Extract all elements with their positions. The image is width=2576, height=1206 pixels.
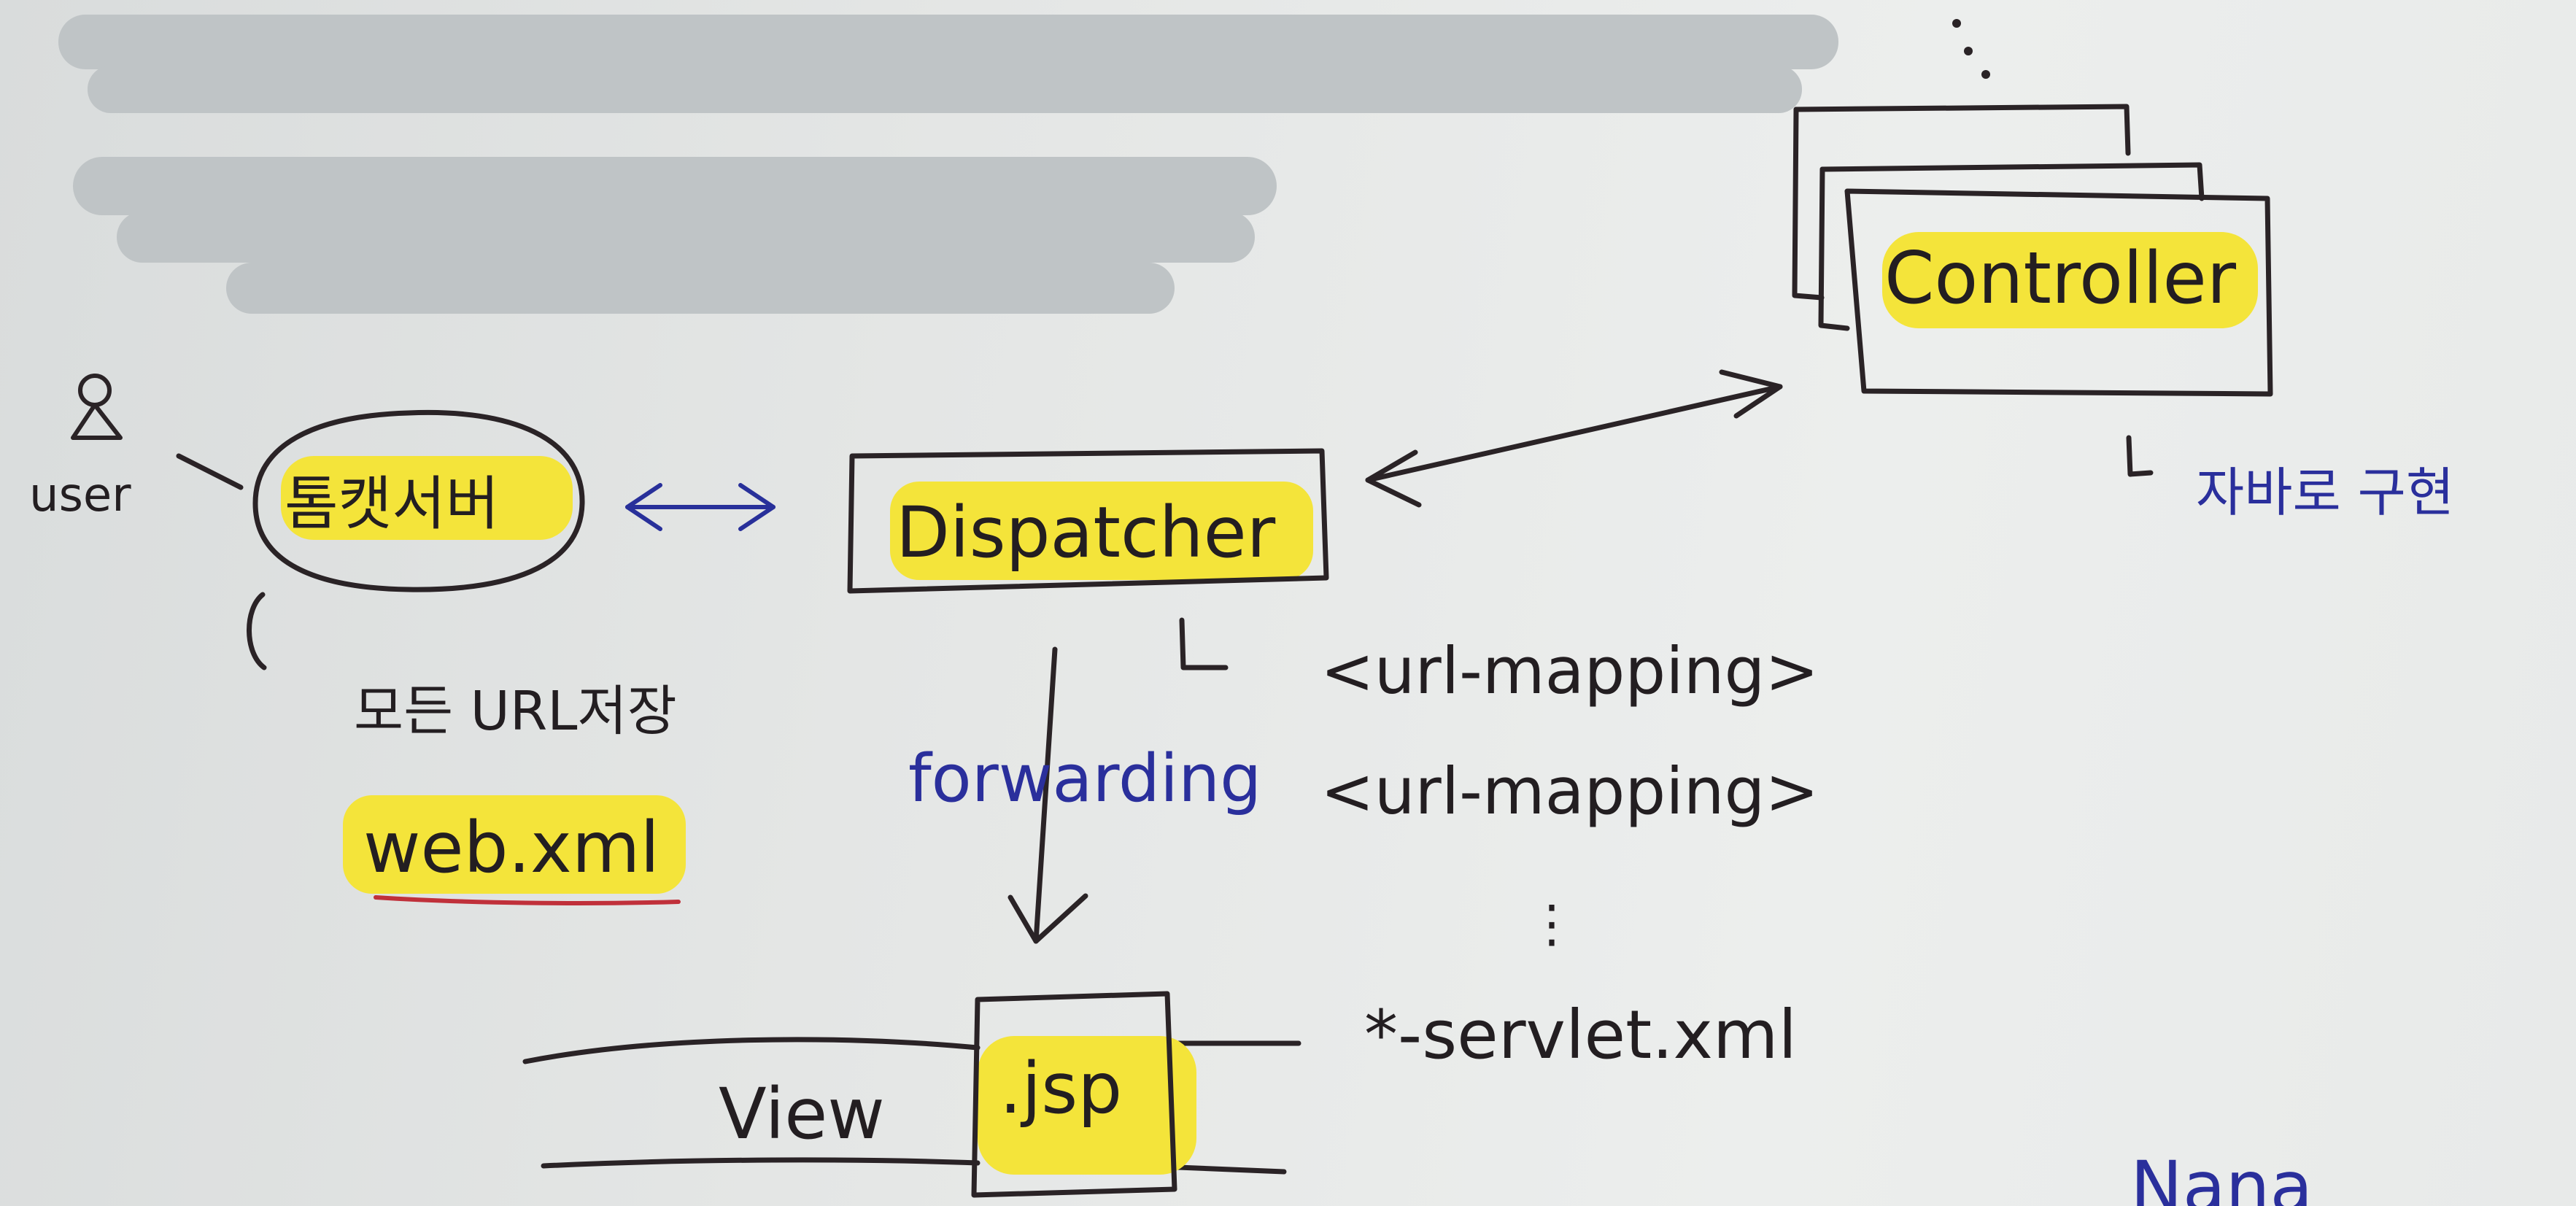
controller-note: 자바로 구현: [2196, 462, 2454, 523]
forwarding-label: forwarding: [908, 741, 1261, 817]
dispatcher-label: Dispatcher: [896, 492, 1276, 573]
webxml-label: web.xml: [363, 807, 660, 889]
view-label: View: [719, 1073, 885, 1155]
url-mapping-2: <url-mapping>: [1320, 754, 1819, 829]
signature: Nana: [2130, 1146, 2313, 1206]
user-node: user: [29, 374, 244, 522]
controller-box: Controller 자바로 구현: [1792, 104, 2454, 523]
dispatcher-controller-arrow: [1365, 369, 1783, 508]
url-mapping-list: <url-mapping> <url-mapping> ⋮ *-servlet.…: [1320, 633, 1819, 1074]
view-node: View .jsp: [522, 991, 1301, 1198]
jsp-label: .jsp: [999, 1048, 1122, 1129]
url-mapping-dots: ⋮: [1526, 894, 1577, 954]
controller-label: Controller: [1884, 237, 2237, 320]
tomcat-label: 톰캣서버: [285, 470, 499, 538]
servlet-xml-label: *-servlet.xml: [1364, 996, 1797, 1074]
tomcat-server-node: 톰캣서버 모든 URL저장 web.xml: [247, 409, 686, 905]
redacted-text: [58, 15, 1838, 314]
person-icon: [71, 374, 123, 440]
stack-continuation-marks: [1952, 19, 1990, 79]
url-mapping-1: <url-mapping>: [1320, 633, 1819, 708]
tomcat-note: 모든 URL저장: [354, 680, 677, 743]
user-label: user: [29, 468, 131, 522]
forwarding-arrow: forwarding: [908, 646, 1261, 944]
dispatcher-node: Dispatcher: [847, 448, 1329, 670]
tomcat-dispatcher-arrow: [625, 483, 775, 531]
